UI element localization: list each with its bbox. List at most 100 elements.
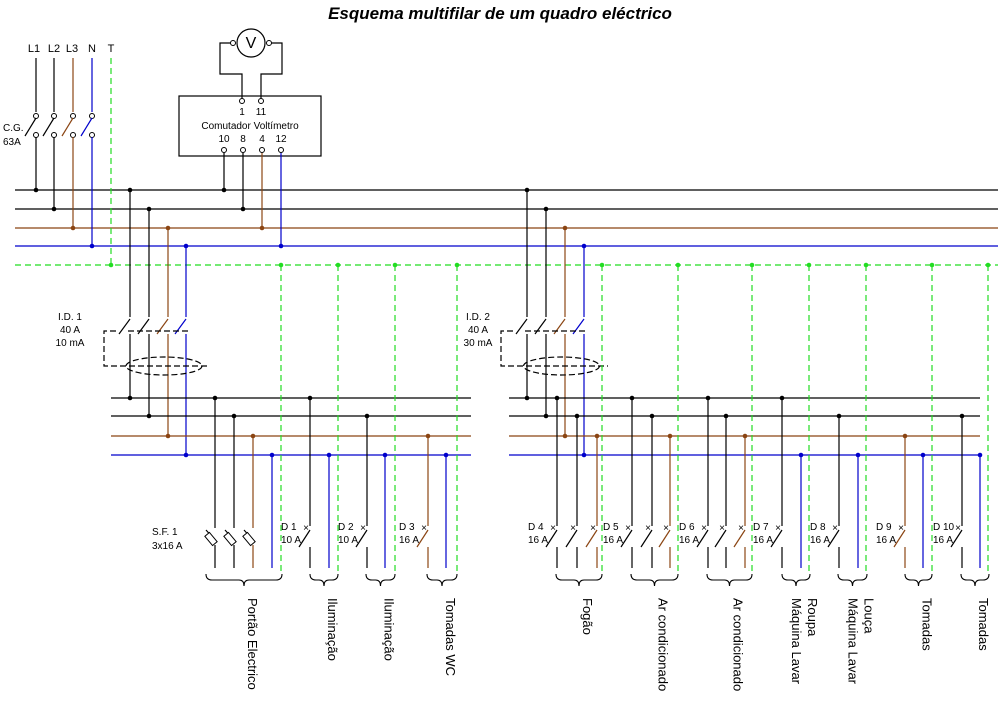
circuit-name: Roupa bbox=[805, 598, 820, 637]
fuse-label: S.F. 1 bbox=[152, 527, 178, 538]
breaker-trip-mark: × bbox=[775, 523, 781, 534]
breaker-rating: 16 A bbox=[603, 535, 623, 546]
breaker-trip-mark: × bbox=[898, 523, 904, 534]
breaker-contact bbox=[298, 529, 311, 548]
breaker-contact bbox=[585, 529, 598, 548]
rcd-mechanical-link bbox=[500, 330, 608, 367]
breaker-trip-mark: × bbox=[719, 523, 725, 534]
breaker-rating: 10 A bbox=[338, 535, 358, 546]
terminal bbox=[89, 113, 95, 119]
breaker-contact bbox=[696, 529, 709, 548]
breaker-name: D 1 bbox=[281, 522, 297, 533]
rcd-toroid bbox=[125, 356, 203, 376]
circuit-brace bbox=[837, 573, 868, 587]
terminal bbox=[89, 132, 95, 138]
circuit-name: Tomadas bbox=[976, 598, 991, 651]
terminal bbox=[70, 113, 76, 119]
breaker-contact bbox=[770, 529, 783, 548]
junction-dot bbox=[108, 262, 114, 268]
breaker-trip-mark: × bbox=[590, 523, 596, 534]
fuse-symbol bbox=[242, 531, 256, 547]
circuit-brace bbox=[630, 573, 679, 587]
circuit-brace bbox=[781, 573, 811, 587]
junction-dot bbox=[89, 243, 95, 249]
circuit-name: Iluminação bbox=[382, 598, 397, 661]
fuse-symbol bbox=[223, 531, 237, 547]
terminal bbox=[33, 132, 39, 138]
junction-dot bbox=[221, 187, 227, 193]
terminal bbox=[51, 113, 57, 119]
circuit-brace bbox=[555, 573, 603, 587]
breaker-name: D 8 bbox=[810, 522, 826, 533]
fuse-rating: 3x16 A bbox=[152, 541, 183, 552]
breaker-rating: 16 A bbox=[876, 535, 896, 546]
circuit-name: Louça bbox=[862, 598, 877, 634]
terminal bbox=[221, 147, 227, 153]
breaker-trip-mark: × bbox=[955, 523, 961, 534]
breaker-contact bbox=[565, 529, 578, 548]
circuit-brace bbox=[960, 573, 990, 587]
circuit-name: Ar condicionado bbox=[731, 598, 746, 691]
breaker-trip-mark: × bbox=[360, 523, 366, 534]
terminal bbox=[239, 98, 245, 104]
rcd-label: 40 A bbox=[60, 325, 80, 336]
breaker-contact bbox=[893, 529, 906, 548]
voltmeter-wire bbox=[260, 42, 283, 98]
breaker-rating: 16 A bbox=[933, 535, 953, 546]
voltmeter-terminal-number: 1 bbox=[239, 107, 245, 118]
breaker-contact bbox=[827, 529, 840, 548]
circuit-brace bbox=[706, 573, 753, 587]
diagram-title: Esquema multifilar de um quadro eléctric… bbox=[328, 4, 672, 23]
breaker-contact bbox=[620, 529, 633, 548]
breaker-contact bbox=[658, 529, 671, 548]
junction-dot bbox=[33, 187, 39, 193]
voltmeter-switch-box bbox=[178, 95, 322, 157]
breaker-trip-mark: × bbox=[832, 523, 838, 534]
breaker-trip-mark: × bbox=[645, 523, 651, 534]
rcd-contact bbox=[553, 318, 566, 335]
rcd-mechanical-link bbox=[103, 330, 210, 367]
circuit-brace bbox=[904, 573, 933, 587]
breaker-trip-mark: × bbox=[421, 523, 427, 534]
breaker-name: D 6 bbox=[679, 522, 695, 533]
circuit-name: Iluminação bbox=[325, 598, 340, 661]
breaker-name: D 10 bbox=[933, 522, 955, 533]
terminal bbox=[70, 132, 76, 138]
terminal bbox=[240, 147, 246, 153]
breaker-name: D 3 bbox=[399, 522, 415, 533]
breaker-trip-mark: × bbox=[570, 523, 576, 534]
junction-dot bbox=[70, 225, 76, 231]
phase-label-l3: L3 bbox=[66, 43, 78, 55]
breaker-contact bbox=[416, 529, 429, 548]
voltmeter-terminal-number: 10 bbox=[218, 134, 230, 145]
breaker-trip-mark: × bbox=[663, 523, 669, 534]
breaker-name: D 9 bbox=[876, 522, 892, 533]
rcd-label: 10 mA bbox=[56, 338, 85, 349]
breaker-rating: 16 A bbox=[753, 535, 773, 546]
junction-dot bbox=[240, 206, 246, 212]
circuit-brace bbox=[365, 573, 396, 587]
breaker-name: D 4 bbox=[528, 522, 544, 533]
breaker-name: D 7 bbox=[753, 522, 769, 533]
circuit-brace bbox=[426, 573, 458, 587]
breaker-name: D 5 bbox=[603, 522, 619, 533]
circuit-name: Tomadas WC bbox=[443, 598, 458, 676]
rcd-contact bbox=[137, 318, 150, 335]
breaker-rating: 10 A bbox=[281, 535, 301, 546]
voltmeter-terminal-number: 4 bbox=[259, 134, 265, 145]
terminal bbox=[278, 147, 284, 153]
rcd-label: 30 mA bbox=[464, 338, 493, 349]
junction-dot bbox=[278, 243, 284, 249]
breaker-contact bbox=[640, 529, 653, 548]
breaker-trip-mark: × bbox=[701, 523, 707, 534]
breaker-contact bbox=[714, 529, 727, 548]
main-breaker-contact bbox=[42, 117, 55, 137]
breaker-trip-mark: × bbox=[738, 523, 744, 534]
breaker-contact bbox=[545, 529, 558, 548]
phase-label-l1: L1 bbox=[28, 43, 40, 55]
breaker-name: D 2 bbox=[338, 522, 354, 533]
voltmeter-terminal-number: 8 bbox=[240, 134, 246, 145]
terminal bbox=[258, 98, 264, 104]
breaker-contact bbox=[355, 529, 368, 548]
